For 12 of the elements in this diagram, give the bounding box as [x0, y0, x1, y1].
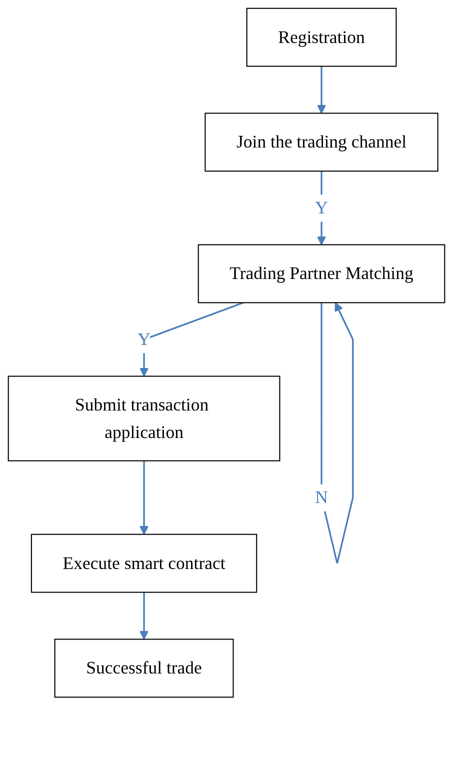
- edge-label: Y: [315, 198, 328, 218]
- node-box: Successful trade: [54, 638, 234, 698]
- arrow: [139, 460, 149, 535]
- arrow: [139, 592, 149, 640]
- node-box: Submit transaction application: [8, 376, 280, 462]
- arrow: [316, 66, 326, 114]
- node-box: Join the trading channel: [204, 112, 438, 172]
- node-box: Trading Partner Matching: [198, 244, 446, 304]
- edge-label: N: [315, 487, 328, 508]
- node-box: Registration: [246, 8, 397, 67]
- node-box: Execute smart contract: [30, 534, 258, 593]
- edge-label: Y: [138, 329, 150, 350]
